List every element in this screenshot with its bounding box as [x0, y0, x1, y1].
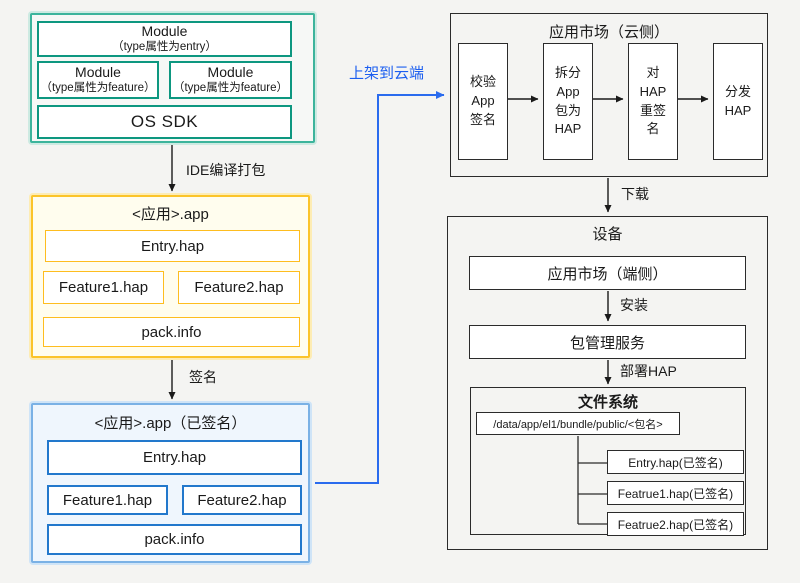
- module-feature1-name: Module: [75, 64, 121, 81]
- install-label: 安装: [620, 297, 648, 313]
- cloud-step-split: 拆分 App 包为 HAP: [543, 43, 593, 160]
- cloud-step-resign: 对 HAP 重签 名: [628, 43, 678, 160]
- module-feature1-type: （type属性为feature）: [40, 82, 156, 95]
- module-feature2-type: （type属性为feature）: [172, 82, 289, 95]
- signed-feature1-hap-box: Feature1.hap: [47, 485, 168, 515]
- app-package-group: <应用>.app Entry.hap Feature1.hap Feature2…: [31, 195, 310, 358]
- cloud-step-distribute: 分发 HAP: [713, 43, 763, 160]
- cloud-market-title: 应用市场（云侧）: [548, 24, 669, 41]
- os-sdk-box: OS SDK: [37, 105, 292, 139]
- download-label: 下载: [621, 186, 649, 202]
- signed-packinfo-box: pack.info: [47, 524, 302, 555]
- signed-feature2-hap-box: Feature2.hap: [182, 485, 302, 515]
- fs-feature1-hap-box: Featrue1.hap(已签名): [607, 481, 744, 505]
- device-market-box: 应用市场（端侧）: [469, 256, 746, 290]
- module-feature1-box: Module （type属性为feature）: [37, 61, 159, 99]
- ide-pack-label: IDE编译打包: [186, 162, 266, 178]
- module-entry-box: Module （type属性为entry）: [37, 21, 292, 57]
- module-feature2-name: Module: [207, 64, 254, 81]
- device-box: 设备 应用市场（端侧） 包管理服务 文件系统 /data/app/el1/bun…: [447, 216, 768, 550]
- bundle-path-box: /data/app/el1/bundle/public/<包名>: [476, 412, 680, 435]
- feature2-hap-box: Feature2.hap: [178, 271, 300, 304]
- deploy-label: 部署HAP: [620, 363, 677, 379]
- device-title: 设备: [592, 226, 623, 243]
- cloud-step-verify: 校验 App 签名: [458, 43, 508, 160]
- pkg-service-box: 包管理服务: [469, 325, 746, 359]
- fs-feature2-hap-box: Featrue2.hap(已签名): [607, 512, 744, 536]
- filesystem-title: 文件系统: [577, 394, 638, 411]
- packinfo-box: pack.info: [43, 317, 300, 347]
- module-entry-type: （type属性为entry）: [112, 41, 217, 54]
- module-feature2-box: Module （type属性为feature）: [169, 61, 292, 99]
- module-entry-name: Module: [141, 23, 188, 40]
- arrow-publish-to-cloud: [315, 91, 445, 484]
- cloud-market-box: 应用市场（云侧） 校验 App 签名 拆分 App 包为 HAP 对 HAP 重…: [450, 13, 768, 177]
- app-package-title: <应用>.app: [132, 206, 209, 223]
- dev-stack-group: Module （type属性为entry） Module （type属性为fea…: [30, 13, 315, 143]
- publish-label: 上架到云端: [349, 65, 425, 82]
- signed-package-title: <应用>.app（已签名）: [94, 415, 247, 432]
- signed-package-group: <应用>.app（已签名） Entry.hap Feature1.hap Fea…: [31, 403, 310, 563]
- signed-entry-hap-box: Entry.hap: [47, 440, 302, 475]
- sign-label: 签名: [189, 369, 217, 385]
- entry-hap-box: Entry.hap: [45, 230, 300, 262]
- fs-entry-hap-box: Entry.hap(已签名): [607, 450, 744, 474]
- feature1-hap-box: Feature1.hap: [43, 271, 164, 304]
- filesystem-box: 文件系统 /data/app/el1/bundle/public/<包名> En…: [470, 387, 746, 536]
